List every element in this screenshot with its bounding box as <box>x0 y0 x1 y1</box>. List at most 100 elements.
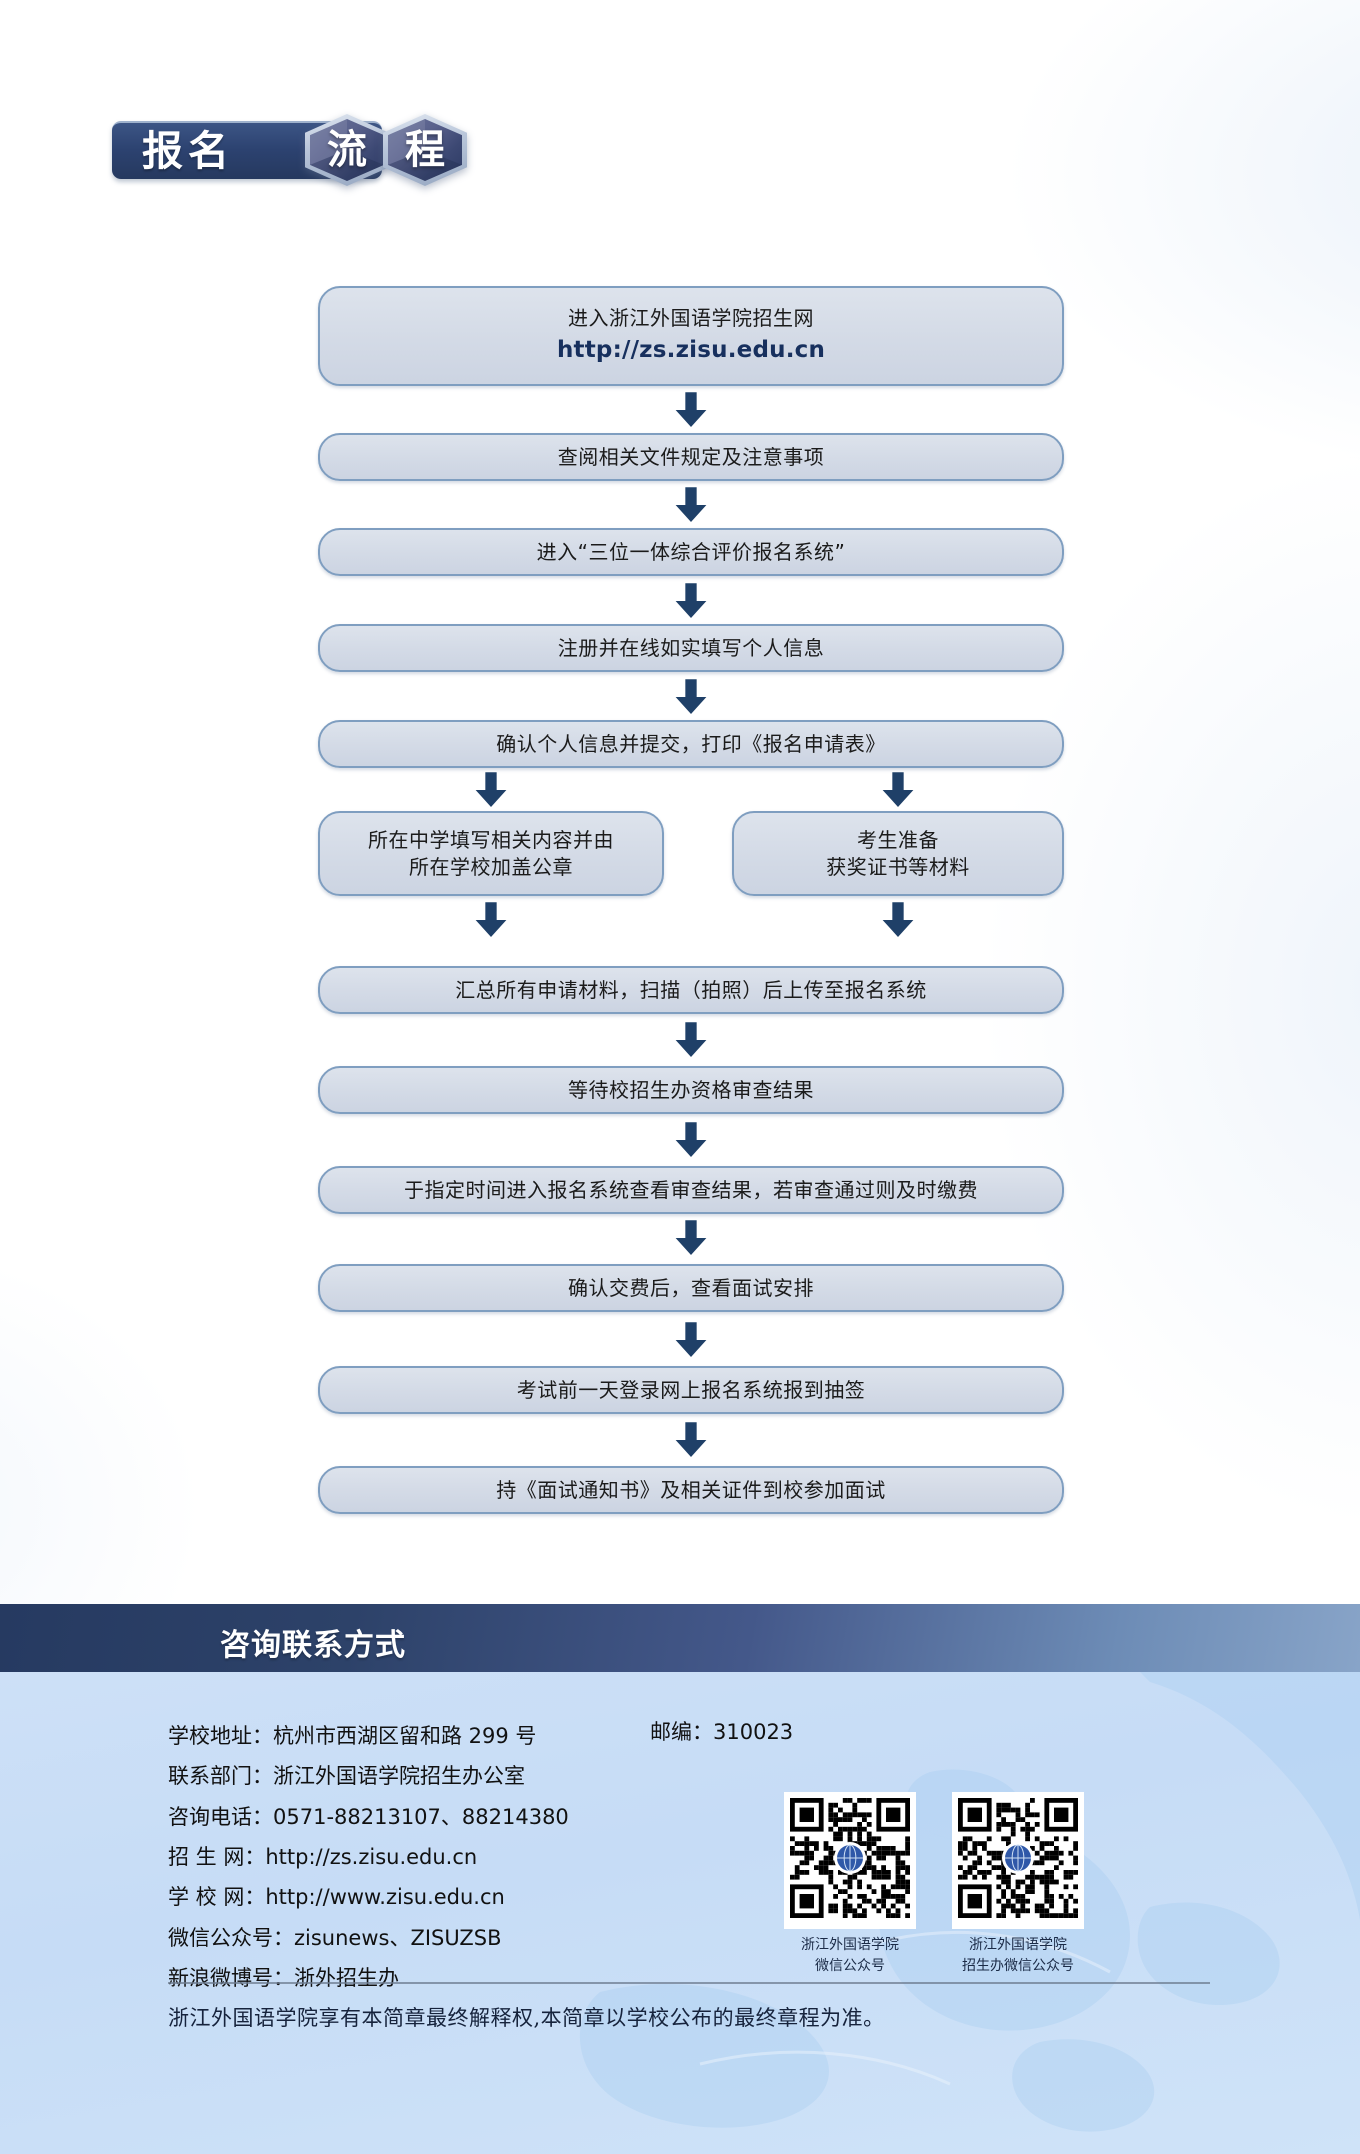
qr-code-group: 浙江外国语学院微信公众号浙江外国语学院招生办微信公众号 <box>784 1792 1084 1977</box>
contact-header-title: 咨询联系方式 <box>220 1629 406 1662</box>
postcode-row: 邮编：310023 <box>650 1716 793 1746</box>
flow-step-text: 等待校招生办资格审查结果 <box>568 1077 814 1104</box>
flow-step-text: 确认个人信息并提交，打印《报名申请表》 <box>496 731 886 758</box>
flow-step-line: 考试前一天登录网上报名系统报到抽签 <box>516 1377 866 1402</box>
qr-caption-line2: 微信公众号 <box>815 1958 885 1974</box>
flow-arrow-3 <box>674 581 708 621</box>
flow-step-visit-site[interactable]: 进入浙江外国语学院招生网 http://zs.zisu.edu.cn <box>318 286 1064 386</box>
contact-row-value: 浙外招生办 <box>294 1965 399 1990</box>
qr-code-item-1[interactable]: 浙江外国语学院微信公众号 <box>784 1792 916 1977</box>
flow-step-text: 汇总所有申请材料，扫描（拍照）后上传至报名系统 <box>455 977 927 1004</box>
flow-step-line: 于指定时间进入报名系统查看审查结果，若审查通过则及时缴费 <box>404 1177 978 1202</box>
contact-row: 咨询电话：0571-88213107、88214380 <box>168 1797 569 1837</box>
flow-step-text: 所在中学填写相关内容并由所在学校加盖公章 <box>368 827 614 881</box>
qr-caption-line1: 浙江外国语学院 <box>969 1937 1067 1953</box>
title-plate-text: 报名 <box>142 127 234 174</box>
contact-row-label: 招 生 网： <box>168 1844 266 1869</box>
flow-step-attend-interview[interactable]: 持《面试通知书》及相关证件到校参加面试 <box>318 1466 1064 1514</box>
hexagon-badge-2: 程 <box>383 114 467 186</box>
flow-step-line: 确认交费后，查看面试安排 <box>568 1275 814 1300</box>
flow-arrow-13 <box>674 1420 708 1460</box>
contact-row-label: 微信公众号： <box>168 1925 294 1950</box>
flow-step-text: 于指定时间进入报名系统查看审查结果，若审查通过则及时缴费 <box>404 1177 978 1204</box>
flow-arrow-2 <box>674 485 708 525</box>
flow-step-text: 考生准备获奖证书等材料 <box>826 827 970 881</box>
contact-section: 咨询联系方式 学校地址：杭州市西湖区留和路 29 <box>0 1604 1360 2154</box>
flow-step-text: 查阅相关文件规定及注意事项 <box>558 444 825 471</box>
flow-step-text: 注册并在线如实填写个人信息 <box>558 635 825 662</box>
contact-row-label: 咨询电话： <box>168 1804 273 1829</box>
contact-info-list: 学校地址：杭州市西湖区留和路 299 号联系部门：浙江外国语学院招生办公室咨询电… <box>168 1716 569 1998</box>
contact-row-value: zisunews、ZISUZSB <box>294 1925 502 1950</box>
flow-arrow-10 <box>674 1120 708 1160</box>
flow-step-line: 所在中学填写相关内容并由 <box>368 827 614 852</box>
flow-step-text: 持《面试通知书》及相关证件到校参加面试 <box>496 1477 886 1504</box>
flow-arrow-1 <box>674 390 708 430</box>
contact-row-label: 新浪微博号： <box>168 1965 294 1990</box>
contact-row: 微信公众号：zisunews、ZISUZSB <box>168 1918 569 1958</box>
flow-step-school-seal[interactable]: 所在中学填写相关内容并由所在学校加盖公章 <box>318 811 664 896</box>
flow-step-wait-review[interactable]: 等待校招生办资格审查结果 <box>318 1066 1064 1114</box>
title-hexagons: 流 程 <box>305 114 467 186</box>
qr-caption-line2: 招生办微信公众号 <box>962 1958 1074 1974</box>
qr-code-caption-1: 浙江外国语学院微信公众号 <box>801 1935 899 1977</box>
contact-row-value: http://www.zisu.edu.cn <box>265 1885 505 1910</box>
flow-arrow-5 <box>474 772 508 808</box>
flow-step-text: 进入“三位一体综合评价报名系统” <box>537 539 846 566</box>
registration-flowchart: 进入浙江外国语学院招生网 http://zs.zisu.edu.cn 查阅相关文件规… <box>0 286 1360 1526</box>
flow-step-line: 汇总所有申请材料，扫描（拍照）后上传至报名系统 <box>455 977 927 1002</box>
flow-step-url: http://zs.zisu.edu.cn <box>556 337 826 364</box>
contact-row: 学校地址：杭州市西湖区留和路 299 号 <box>168 1716 569 1756</box>
flow-arrow-9 <box>674 1020 708 1060</box>
flow-step-line: 注册并在线如实填写个人信息 <box>557 635 825 660</box>
contact-row-value: 0571-88213107、88214380 <box>273 1804 569 1829</box>
flow-step-line: 确认个人信息并提交，打印《报名申请表》 <box>496 731 886 756</box>
contact-row-value: http://zs.zisu.edu.cn <box>265 1844 478 1869</box>
flow-arrow-4 <box>674 677 708 717</box>
qr-code-item-2[interactable]: 浙江外国语学院招生办微信公众号 <box>952 1792 1084 1977</box>
flow-step-confirm-print[interactable]: 确认个人信息并提交，打印《报名申请表》 <box>318 720 1064 768</box>
contact-row-label: 学 校 网： <box>168 1885 266 1910</box>
postcode-value: 310023 <box>713 1720 794 1744</box>
flow-step-register[interactable]: 注册并在线如实填写个人信息 <box>318 624 1064 672</box>
flow-step-text: 确认交费后，查看面试安排 <box>568 1275 814 1302</box>
flow-arrow-11 <box>674 1218 708 1258</box>
flow-step-line: 等待校招生办资格审查结果 <box>568 1077 814 1102</box>
flow-step-line: 进入浙江外国语学院招生网 <box>568 306 814 331</box>
qr-code-image-2 <box>952 1792 1084 1929</box>
flow-step-line: 查阅相关文件规定及注意事项 <box>557 444 825 469</box>
contact-header-bar: 咨询联系方式 <box>0 1604 1360 1672</box>
qr-code-caption-2: 浙江外国语学院招生办微信公众号 <box>962 1935 1074 1977</box>
contact-row-label: 联系部门： <box>168 1764 273 1789</box>
flow-step-read-docs[interactable]: 查阅相关文件规定及注意事项 <box>318 433 1064 481</box>
qr-code-image-1 <box>784 1792 916 1929</box>
flow-step-line: 考生准备 <box>857 827 939 852</box>
flow-step-line: 获奖证书等材料 <box>826 854 970 879</box>
flow-step-prepare-materials[interactable]: 考生准备获奖证书等材料 <box>732 811 1064 896</box>
postcode-label: 邮编： <box>650 1720 713 1744</box>
flow-step-check-pay[interactable]: 于指定时间进入报名系统查看审查结果，若审查通过则及时缴费 <box>318 1166 1064 1214</box>
flow-step-enter-system[interactable]: 进入“三位一体综合评价报名系统” <box>318 528 1064 576</box>
flow-step-view-interview[interactable]: 确认交费后，查看面试安排 <box>318 1264 1064 1312</box>
contact-row: 新浪微博号：浙外招生办 <box>168 1958 569 1998</box>
flow-arrow-6 <box>881 772 915 808</box>
flow-arrow-7 <box>474 900 508 940</box>
footer-divider <box>168 1982 1210 1984</box>
flow-step-upload-materials[interactable]: 汇总所有申请材料，扫描（拍照）后上传至报名系统 <box>318 966 1064 1014</box>
contact-row-label: 学校地址： <box>168 1724 273 1748</box>
contact-row-value: 杭州市西湖区留和路 299 号 <box>273 1724 537 1748</box>
flow-arrow-12 <box>674 1320 708 1360</box>
contact-row-value: 浙江外国语学院招生办公室 <box>273 1764 525 1789</box>
flow-step-line: 持《面试通知书》及相关证件到校参加面试 <box>496 1477 886 1502</box>
flow-step-line: 进入“三位一体综合评价报名系统” <box>536 539 846 564</box>
contact-row: 学 校 网：http://www.zisu.edu.cn <box>168 1877 569 1917</box>
disclaimer-text: 浙江外国语学院享有本简章最终解释权,本简章以学校公布的最终章程为准。 <box>168 2006 885 2030</box>
flow-arrow-8 <box>881 900 915 940</box>
flow-step-text: 进入浙江外国语学院招生网 http://zs.zisu.edu.cn <box>557 305 825 366</box>
hexagon-badge-1: 流 <box>305 114 389 186</box>
contact-row: 联系部门：浙江外国语学院招生办公室 <box>168 1756 569 1796</box>
flow-step-draw-lots[interactable]: 考试前一天登录网上报名系统报到抽签 <box>318 1366 1064 1414</box>
contact-body: 学校地址：杭州市西湖区留和路 299 号联系部门：浙江外国语学院招生办公室咨询电… <box>0 1672 1360 2154</box>
hexagon-char-1: 流 <box>327 128 367 172</box>
